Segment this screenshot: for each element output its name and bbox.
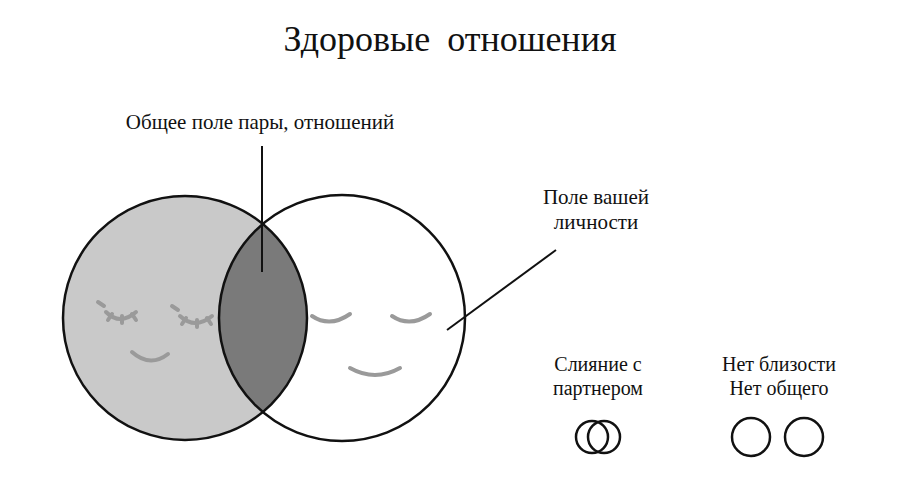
callout-label: Общее поле пары, отношений: [90, 110, 430, 135]
title: Здоровые отношения: [0, 18, 900, 60]
small-circles: [576, 418, 823, 456]
callout-label: Поле вашей личности: [521, 185, 671, 235]
leader-lines: [262, 146, 556, 330]
example-label: Слияние с партнером: [538, 352, 658, 400]
example-label: Нет близости Нет общего: [709, 352, 849, 400]
left-outline: [63, 196, 307, 440]
intersection: [219, 195, 465, 441]
right-outline: [219, 195, 465, 441]
faces: [98, 302, 430, 375]
